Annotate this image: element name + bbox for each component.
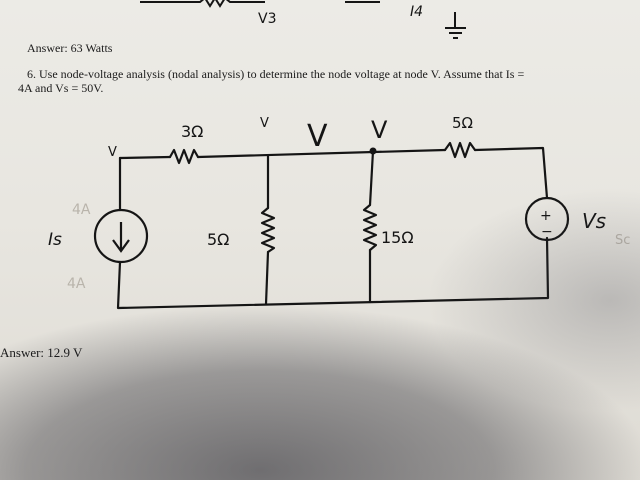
label-is: Is [48, 230, 62, 250]
resistor-5-ohm-series [443, 141, 477, 159]
question-text-line-2: 4A and Vs = 50V. [18, 81, 104, 95]
resistor-3-ohm [168, 148, 200, 165]
label-i4: I4 [410, 4, 423, 20]
label-is-value: 4A [72, 202, 91, 218]
label-edge-fragment: Sc [615, 233, 630, 248]
previous-answer: Answer: 63 Watts [27, 41, 113, 55]
wire-shunt-5-lower [264, 250, 270, 306]
label-v2: V [260, 116, 269, 131]
wire-top-left [118, 155, 172, 160]
voltage-source-vs: + − [524, 196, 570, 242]
current-source-is [93, 208, 149, 264]
node-v-junction [369, 147, 377, 155]
resistor-15-ohm [362, 203, 378, 252]
previous-resistor-wire [140, 0, 265, 8]
label-vs: Vs [582, 209, 606, 233]
down-arrow-icon [112, 222, 130, 253]
label-node-v: V [371, 116, 388, 144]
label-v3: V3 [258, 11, 276, 27]
label-node-v-large: V [307, 119, 328, 154]
answer-text: Answer: 12.9 V [0, 345, 83, 360]
label-3-ohm: 3Ω [181, 122, 203, 141]
label-is-value-faint: 4A [67, 276, 86, 292]
vs-plus-sign: + [540, 208, 552, 224]
resistor-5-ohm-shunt [260, 206, 276, 254]
ground-symbol [445, 12, 466, 39]
label-15-ohm: 15Ω [381, 228, 414, 247]
label-5-ohm-shunt: 5Ω [207, 230, 229, 249]
label-5-ohm-series: 5Ω [452, 114, 473, 132]
wire-top-right [473, 146, 549, 200]
vs-minus-sign: − [541, 224, 553, 240]
wire-bottom [116, 236, 550, 310]
question-text-line-1: 6. Use node-voltage analysis (nodal anal… [27, 67, 525, 81]
wire-shunt-15-upper [368, 149, 375, 207]
label-v1: V [108, 145, 117, 160]
